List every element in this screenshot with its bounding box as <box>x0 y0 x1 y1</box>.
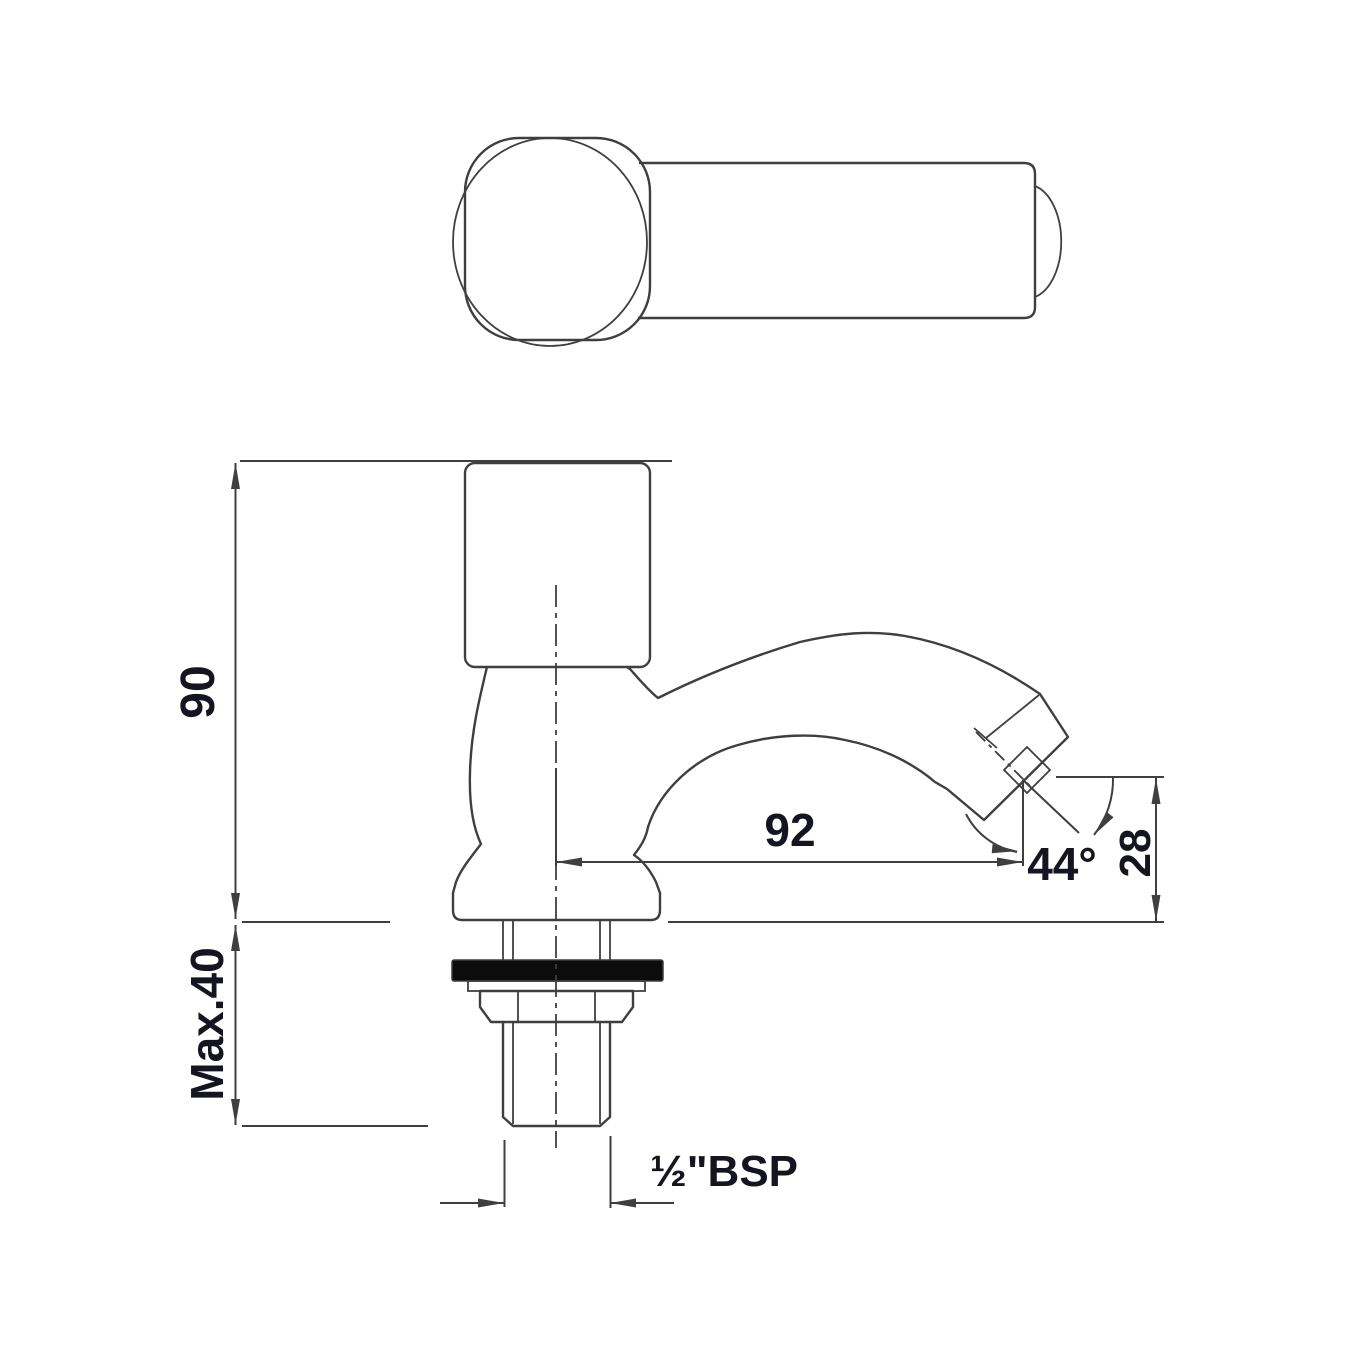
dim-label-height-90: 90 <box>172 665 225 718</box>
mounting-shank <box>451 920 664 1128</box>
dim-label-max40: Max.40 <box>181 947 233 1100</box>
lever-end-bulge-arc <box>1034 185 1063 298</box>
handle-squircle-outline <box>463 136 652 342</box>
aerator-tip <box>973 694 1052 795</box>
top-view <box>452 136 1063 347</box>
aerator-housing-edge <box>985 694 1040 739</box>
aerator-axis-centerline <box>975 731 1032 788</box>
aerator-tick-line <box>973 727 998 749</box>
angle-44-leg <box>1022 779 1080 834</box>
rubber-washer <box>451 959 664 982</box>
arrowheads <box>231 463 1161 1208</box>
collar-lines <box>502 920 611 960</box>
handle-cap-circle <box>452 137 648 347</box>
side-view <box>451 461 1070 1148</box>
angle-arc-left <box>965 813 1018 853</box>
aerator-outlet-square <box>1002 745 1052 795</box>
body-spout-outline <box>451 631 1070 922</box>
hex-nut-facets <box>517 991 596 1022</box>
handle-side-outline <box>463 461 652 669</box>
ext-lines-thread-width <box>503 1136 612 1208</box>
dim-label-angle-44: 44° <box>1027 838 1097 890</box>
lever-arm-outline <box>637 161 1037 320</box>
threaded-shank-outline <box>501 1020 612 1128</box>
dim-label-drop-28: 28 <box>1111 829 1160 878</box>
dim-label-thread-bsp: ½"BSP <box>650 1147 798 1196</box>
thread-inner-lines <box>512 1022 601 1124</box>
hex-nut-outline <box>478 989 635 1024</box>
dim-label-reach-92: 92 <box>764 804 815 856</box>
dimensions: 90 Max.40 92 44° 28 ½"BSP <box>172 460 1164 1208</box>
